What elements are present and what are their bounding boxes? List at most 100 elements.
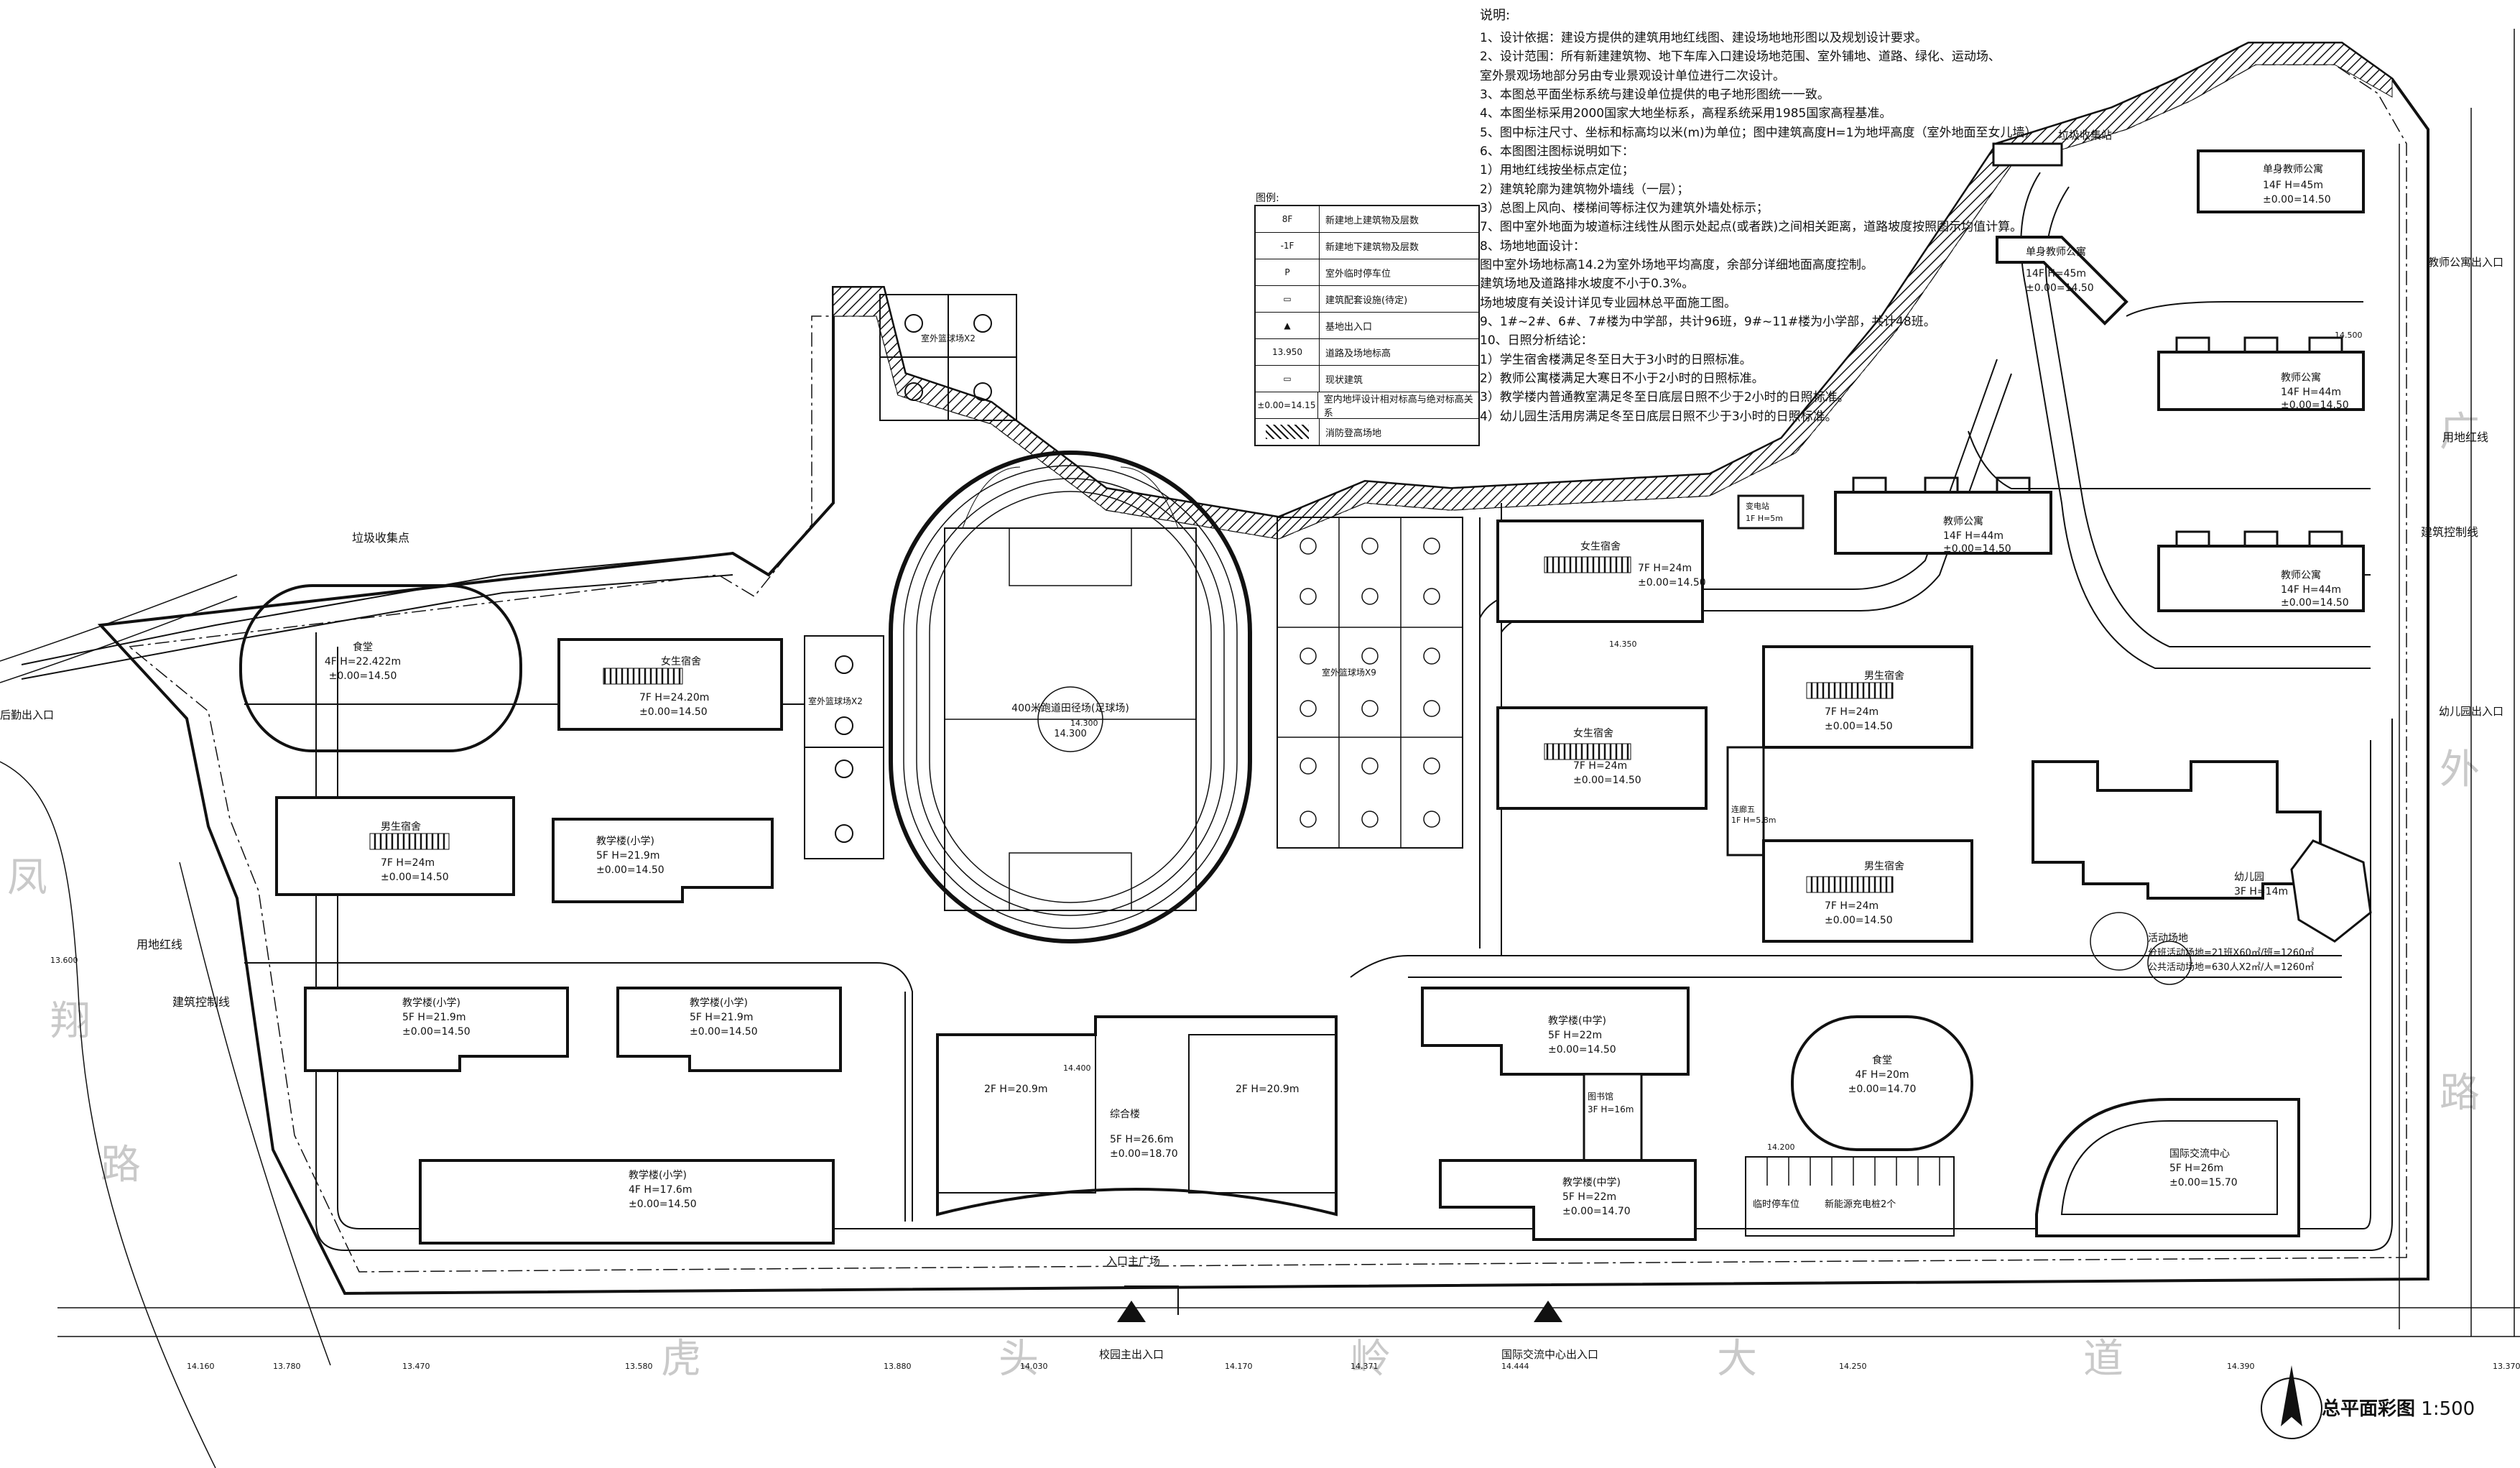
svg-text:14.390: 14.390 (2227, 1362, 2255, 1371)
road-left-2: 翔 (50, 998, 91, 1045)
note-item: 建筑场地及道路排水坡度不小于0.3%。 (1480, 277, 1695, 292)
svg-text:14.350: 14.350 (1609, 640, 1637, 649)
land-line-right: 用地红线 (2442, 430, 2488, 444)
complex-r-floors: 2F H=20.9m (1236, 1084, 1299, 1095)
road-left-3: 路 (101, 1142, 141, 1188)
road-right-1: 广 (2440, 409, 2480, 456)
teach-s4-name: 教学楼(小学) (629, 1170, 687, 1181)
legend-row: ▭现状建筑 (1256, 366, 1478, 392)
land-line-left: 用地红线 (136, 938, 182, 951)
teach-m2-name: 教学楼(中学) (1562, 1177, 1621, 1188)
complex-l-floors: 2F H=20.9m (984, 1084, 1047, 1095)
garbage-left-label: 垃圾收集点 (352, 531, 409, 545)
teach-s4-level: ±0.00=14.50 (629, 1199, 697, 1210)
building-garbage: 垃圾收集站 (1992, 129, 2112, 167)
control-line-left: 建筑控制线 (172, 995, 230, 1009)
building-link: 连廊五 1F H=5.8m (1726, 746, 1776, 857)
dorm-f1-name: 女生宿舍 (661, 655, 701, 668)
kinder-play-line1: 分班活动场地=21班X60㎡/班=1260㎡ (2148, 948, 2314, 959)
complex-level: ±0.00=18.70 (1110, 1148, 1178, 1160)
canteen1-floors: 4F H=22.422m (325, 656, 401, 668)
garbage-name: 垃圾收集站 (2058, 129, 2112, 142)
dorm-f3-level: ±0.00=14.50 (1573, 775, 1641, 786)
apt4-name: 教师公寓 (1943, 515, 1983, 527)
note-item: 2）建筑轮廓为建筑物外墙线（一层）； (1480, 182, 1690, 197)
library-floors: 3F H=16m (1588, 1104, 1634, 1114)
apt3-floors: 14F H=44m (2281, 387, 2341, 398)
note-item: 3、本图总平面坐标系统与建设单位提供的电子地形图统一一致。 (1480, 87, 1830, 102)
building-library: 图书馆 3F H=16m (1583, 1073, 1643, 1162)
building-apt4: 教师公寓 14F H=44m ±0.00=14.50 (1834, 476, 2052, 555)
note-item: 2、设计范围：所有新建建筑物、地下车库入口建设场地范围、室外铺地、道路、绿化、运… (1480, 50, 2001, 65)
kinder-play-title: 活动场地 (2148, 933, 2188, 944)
apt2-floors: 14F H=45m (2026, 268, 2086, 280)
building-canteen1: 食堂 4F H=22.422m ±0.00=14.50 (239, 584, 522, 752)
note-item: 2）教师公寓楼满足大寒日不小于2小时的日照标准。 (1480, 371, 1764, 387)
boundary-labels: 用地红线 建筑控制线 用地红线 建筑控制线 垃圾收集点 (136, 430, 2488, 1009)
kinder-floors: 3F H=14m (2234, 886, 2288, 897)
drawing-title: 总平面彩图 (2322, 1398, 2416, 1420)
note-item: 室外景观场地部分另由专业景观设计单位进行二次设计。 (1480, 68, 1785, 83)
apt1-floors: 14F H=45m (2263, 180, 2323, 191)
note-item: 8、场地地面设计： (1480, 239, 1585, 254)
building-dorm-f2: 女生宿舍 7F H=24m ±0.00=14.50 (1496, 520, 1706, 623)
hatch-swatch-icon (1266, 425, 1309, 439)
note-item: 1）学生宿舍楼满足冬至日大于3小时的日照标准。 (1480, 352, 1752, 367)
building-apt3: 教师公寓 14F H=44m ±0.00=14.50 (2157, 336, 2365, 411)
parking-area: 临时停车位 新能源充电桩2个 (1745, 1156, 1955, 1237)
apt2-name: 单身教师公寓 (2026, 246, 2086, 258)
svg-text:14.170: 14.170 (1225, 1362, 1253, 1371)
dorm-f3-floors: 7F H=24m (1573, 760, 1627, 772)
apt2-level: ±0.00=14.50 (2026, 282, 2094, 294)
apt3-level: ±0.00=14.50 (2281, 400, 2349, 411)
svg-text:14.030: 14.030 (1020, 1362, 1048, 1371)
teach-s3-floors: 5F H=21.9m (690, 1012, 753, 1023)
road-right-3: 路 (2440, 1070, 2480, 1117)
note-item: 10、日照分析结论： (1480, 333, 1593, 348)
dorm-f2-floors: 7F H=24m (1638, 563, 1692, 574)
building-teach-m1: 教学楼(中学) 5F H=22m ±0.00=14.50 (1421, 987, 1690, 1076)
spot-levels: 14.160 13.780 13.470 13.580 13.880 14.03… (50, 331, 2520, 1371)
north-arrow-icon (2261, 1365, 2322, 1439)
field-label: 400米跑道田径场(足球场) (1011, 703, 1129, 714)
entrance-back: 后勤出入口 (0, 708, 54, 721)
note-item: 场地坡度有关设计详见专业园林总平面施工图。 (1480, 295, 1736, 310)
building-dorm-f1: 女生宿舍 7F H=24.20m ±0.00=14.50 (557, 638, 783, 731)
entrances: 校园主出入口 入口主广场 国际交流中心出入口 后勤出入口 教师公寓出入口 幼儿园… (0, 256, 2503, 1361)
canteen2-name: 食堂 (1872, 1054, 1892, 1066)
road-bottom-2: 头 (999, 1336, 1039, 1382)
legend-row: 消防登高场地 (1256, 419, 1478, 445)
parking-label: 临时停车位 (1753, 1199, 1799, 1210)
apt3-name: 教师公寓 (2281, 371, 2321, 384)
building-teach-m2: 教学楼(中学) 5F H=22m ±0.00=14.70 (1439, 1159, 1697, 1241)
building-dorm-m3: 男生宿舍 7F H=24m ±0.00=14.50 (1762, 839, 1973, 943)
svg-text:14.400: 14.400 (1063, 1063, 1091, 1073)
legend-row: ▭建筑配套设施(待定) (1256, 286, 1478, 313)
teach-s3-level: ±0.00=14.50 (690, 1026, 758, 1038)
svg-text:14.250: 14.250 (1839, 1362, 1867, 1371)
building-teach-s1: 教学楼(小学) 5F H=21.9m ±0.00=14.50 (552, 818, 774, 903)
dorm-m3-floors: 7F H=24m (1825, 900, 1879, 912)
canteen1-level: ±0.00=14.50 (329, 670, 397, 682)
building-apt2: 单身教师公寓 14F H=45m ±0.00=14.50 (1996, 236, 2128, 326)
teach-m1-floors: 5F H=22m (1548, 1030, 1602, 1041)
buildings: 食堂 4F H=22.422m ±0.00=14.50 女生宿舍 7F H=24… (239, 129, 2372, 1245)
kinder-play-area: 活动场地 分班活动场地=21班X60㎡/班=1260㎡ 公共活动场地=630人X… (2090, 912, 2314, 985)
teach-s2-level: ±0.00=14.50 (402, 1026, 471, 1038)
road-bottom-4: 大 (1717, 1336, 1757, 1382)
building-complex: 2F H=20.9m 2F H=20.9m 综合楼 5F H=26.6m ±0.… (936, 1015, 1338, 1217)
road-right-2: 外 (2440, 747, 2480, 793)
teach-s4-floors: 4F H=17.6m (629, 1184, 692, 1196)
intl-floors: 5F H=26m (2169, 1163, 2223, 1174)
apt5-name: 教师公寓 (2281, 569, 2321, 581)
teach-s2-name: 教学楼(小学) (402, 997, 460, 1009)
road-names: 虎 头 岭 大 道 凤 翔 路 广 外 路 (7, 409, 2480, 1382)
note-item: 5、图中标注尺寸、坐标和标高均以米(m)为单位；图中建筑高度H=1为地坪高度（室… (1480, 125, 2037, 140)
note-item: 9、1#~2#、6#、7#楼为中学部，共计96班，9#~11#楼为小学部，共计4… (1480, 315, 1936, 330)
building-teach-s3: 教学楼(小学) 5F H=21.9m ±0.00=14.50 (616, 987, 842, 1072)
link-floors: 1F H=5.8m (1731, 816, 1776, 825)
road-bottom-5: 道 (2083, 1336, 2123, 1382)
svg-text:14.500: 14.500 (2335, 331, 2363, 340)
apt5-level: ±0.00=14.50 (2281, 597, 2349, 609)
